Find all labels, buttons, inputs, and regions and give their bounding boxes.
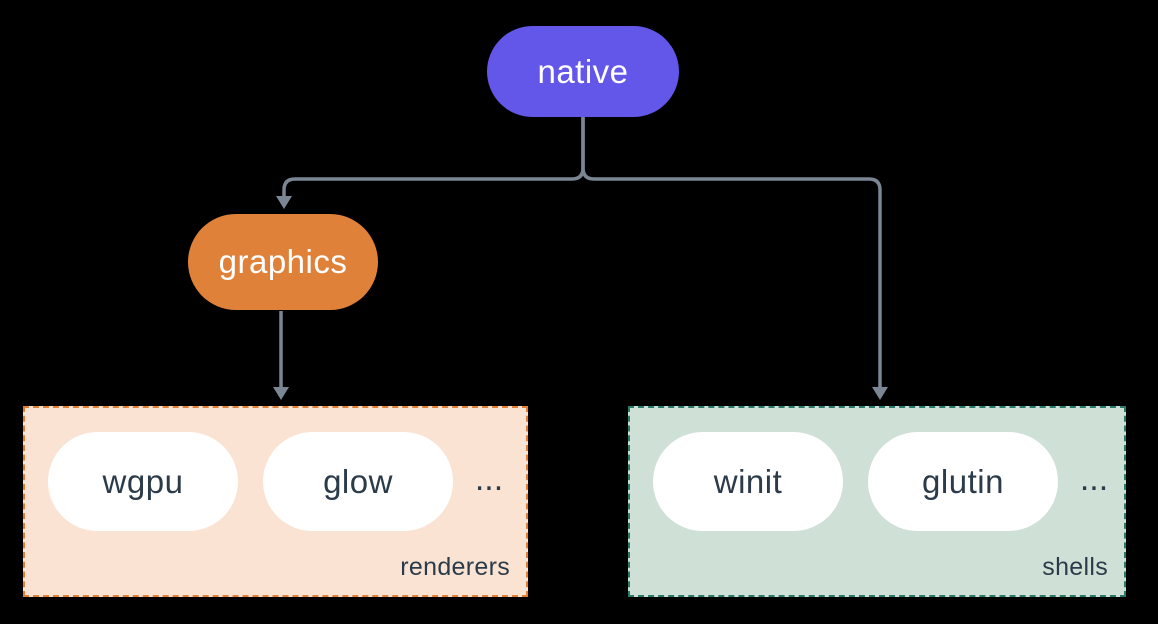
pill-glow-label: glow xyxy=(323,462,393,500)
arrowhead-into-graphics xyxy=(276,196,292,209)
group-shells: winit glutin ... shells xyxy=(628,406,1126,597)
pill-glutin-label: glutin xyxy=(922,462,1004,500)
pill-glutin: glutin xyxy=(868,432,1058,531)
group-renderers-label: renderers xyxy=(400,553,510,581)
group-renderers: wgpu glow ... renderers xyxy=(23,406,528,597)
pill-winit-label: winit xyxy=(713,462,783,500)
pill-winit: winit xyxy=(653,432,843,531)
node-native-label: native xyxy=(537,52,629,90)
group-shells-label: shells xyxy=(1042,553,1108,581)
node-graphics-label: graphics xyxy=(218,243,348,280)
node-native: native xyxy=(487,26,679,117)
pill-wgpu: wgpu xyxy=(48,432,238,531)
renderers-ellipsis: ... xyxy=(474,460,504,498)
shells-ellipsis: ... xyxy=(1079,460,1109,498)
pill-wgpu-label: wgpu xyxy=(102,462,184,500)
connector-native-to-shells xyxy=(581,114,882,388)
arrowhead-into-renderers xyxy=(273,387,289,400)
connector-native-to-graphics xyxy=(282,114,585,198)
arrowhead-into-shells xyxy=(872,387,888,400)
pill-glow: glow xyxy=(263,432,453,531)
node-graphics: graphics xyxy=(188,214,378,310)
